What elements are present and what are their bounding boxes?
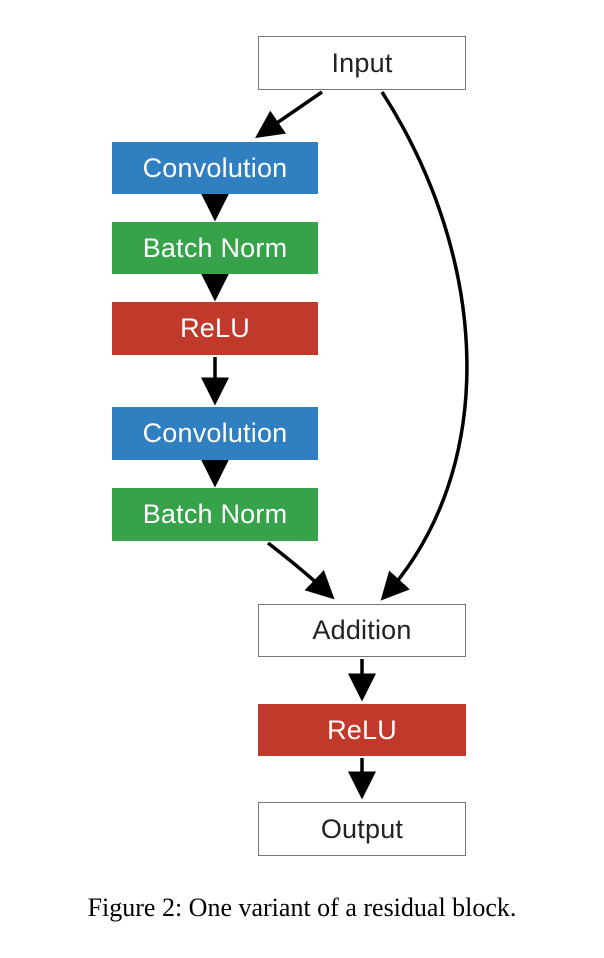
relu-node-2: ReLU [258, 704, 466, 756]
output-label: Output [320, 813, 404, 844]
input-node: Input [258, 36, 466, 90]
convolution-label-1: Convolution [142, 152, 288, 183]
batch-norm-label-2: Batch Norm [142, 499, 288, 529]
edge-input-to-conv1 [255, 90, 323, 138]
edge-bn2-to-addition [266, 541, 335, 600]
batch-norm-node-1: Batch Norm [112, 222, 318, 274]
addition-node: Addition [258, 604, 466, 657]
batch-norm-label-1: Batch Norm [142, 232, 288, 263]
relu-label-2: ReLU [327, 714, 397, 745]
convolution-node-2: Convolution [112, 407, 318, 460]
relu-node-1: ReLU [112, 302, 318, 355]
relu-label-1: ReLU [180, 313, 250, 343]
input-label: Input [331, 47, 393, 78]
figure-caption: Figure 2: One variant of a residual bloc… [87, 893, 517, 922]
addition-label: Addition [312, 615, 412, 645]
edge-skip-connection [380, 91, 469, 601]
convolution-node-1: Convolution [112, 142, 318, 194]
output-node: Output [258, 802, 466, 856]
batch-norm-node-2: Batch Norm [112, 488, 318, 541]
convolution-label-2: Convolution [142, 418, 288, 448]
